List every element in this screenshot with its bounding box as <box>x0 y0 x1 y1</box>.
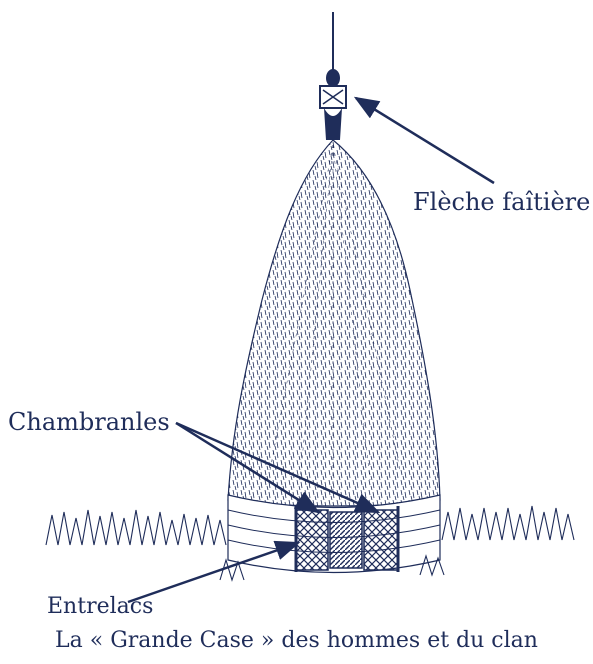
thatched-roof <box>228 140 440 506</box>
label-chambranles: Chambranles <box>8 408 170 436</box>
label-fleche-faitiere: Flèche faîtière <box>413 188 590 216</box>
door-assembly <box>296 506 398 572</box>
arrow-entrelacs <box>128 543 298 602</box>
figure-caption: La « Grande Case » des hommes et du clan <box>0 628 593 653</box>
arrow-fleche <box>356 98 494 183</box>
ridge-spire <box>320 12 346 140</box>
label-entrelacs: Entrelacs <box>47 594 153 619</box>
